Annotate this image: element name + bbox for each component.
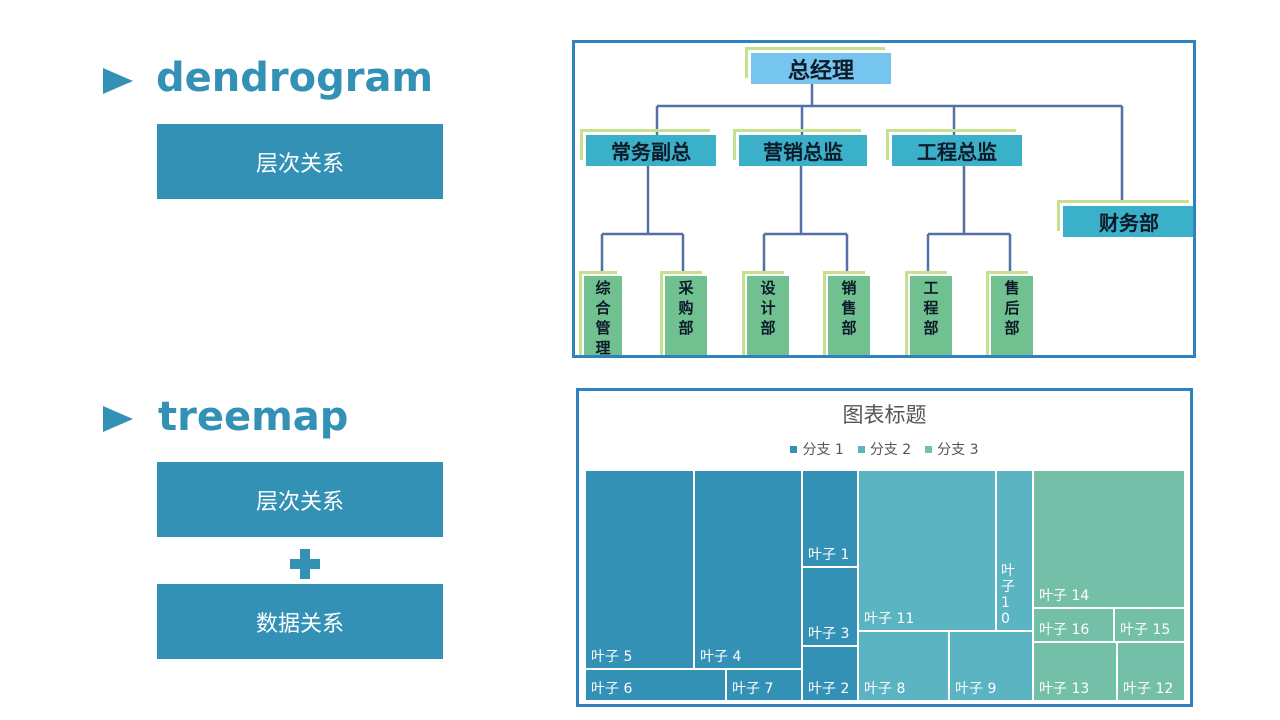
treemap-tile-label: 叶子 5 [591,649,633,665]
treemap-tile: 叶子 6 [585,669,726,701]
org-node-leaf-label: 采购部 [678,279,694,337]
org-node-leaf: 售后部 [986,271,1033,355]
treemap-data-box: 数据关系 [157,584,443,659]
legend-label: 分支 1 [802,442,844,458]
treemap-tile-label: 叶子 9 [955,681,997,697]
chart-legend: 分支 1 分支 2 分支 3 [579,439,1190,459]
dendrogram-title: dendrogram [156,55,434,101]
treemap-tile: 叶子 9 [949,631,1033,701]
treemap-tile-label: 叶子 16 [1039,622,1090,638]
legend-swatch [925,445,933,453]
org-node-branch-label: 常务副总 [611,140,691,164]
org-node-leaf: 采购部 [660,271,707,355]
dendrogram-hierarchy-box: 层次关系 [157,124,443,199]
legend-swatch [790,445,798,453]
treemap-tile-label: 叶子 12 [1123,681,1174,697]
treemap-tile: 叶子 1 [802,470,858,567]
org-chart-panel: 总经理 常务副总 营销总监 工程总监 财务部 综合管理部 采购部 设计部 [572,40,1196,358]
treemap-tile-label: 叶子 2 [808,681,850,697]
treemap-tile-label: 叶子 6 [591,681,633,697]
treemap-tile: 叶子 16 [1033,608,1114,642]
treemap-tile: 叶子 13 [1033,642,1117,701]
treemap-tile: 叶子 10 [996,470,1033,631]
org-node-branch-label: 营销总监 [763,140,843,164]
treemap-tile: 叶子 14 [1033,470,1185,608]
org-node-leaf: 工程部 [905,271,952,355]
plus-icon-vertical [300,549,310,579]
treemap-chart-panel: 图表标题 分支 1 分支 2 分支 3 叶子 5 叶子 4 叶子 6 叶子 7 叶子 1… [576,388,1193,707]
treemap-tile-label: 叶子 3 [808,626,850,642]
treemap-tile-label: 叶子 13 [1039,681,1090,697]
treemap-tile: 叶子 5 [585,470,694,669]
treemap-tile: 叶子 7 [726,669,802,701]
treemap-tile: 叶子 12 [1117,642,1185,701]
treemap-plot-area: 叶子 5 叶子 4 叶子 6 叶子 7 叶子 1 叶子 3 叶子 2 叶子 11 叶子 10 叶子… [585,470,1185,701]
org-node-leaf-label: 设计部 [760,279,776,337]
treemap-tile-label: 叶子 14 [1039,588,1090,604]
treemap-tile: 叶子 11 [858,470,996,631]
legend-label: 分支 3 [937,442,979,458]
treemap-tile-label: 叶子 11 [864,611,915,627]
treemap-tile-label: 叶子 7 [732,681,774,697]
treemap-tile-label: 叶子 8 [864,681,906,697]
treemap-tile: 叶子 3 [802,567,858,646]
org-node-leaf: 综合管理部 [579,271,622,357]
org-node-root-label: 总经理 [787,58,854,84]
treemap-title: treemap [158,394,349,440]
org-node-leaf-label: 售后部 [1004,279,1020,337]
org-node-leaf-label: 综合管理部 [595,279,611,357]
dendrogram-bullet-icon [103,68,133,94]
org-node-leaf-label: 销售部 [841,279,857,337]
treemap-bullet-icon [103,406,133,432]
legend-item: 分支 3 [925,439,979,459]
legend-item: 分支 1 [790,439,844,459]
treemap-tile-label: 叶子 1 [808,547,850,563]
legend-label: 分支 2 [869,442,912,458]
chart-title: 图表标题 [842,403,927,427]
org-node-leaf: 销售部 [823,271,870,355]
treemap-tile-label: 叶子 15 [1120,622,1171,638]
treemap-tile: 叶子 2 [802,646,858,701]
treemap-tile-label: 叶子 4 [700,649,742,665]
org-node-branch: 营销总监 [733,129,867,166]
org-node-branch: 常务副总 [580,129,716,166]
treemap-hierarchy-box: 层次关系 [157,462,443,537]
treemap-tile-label: 叶子 10 [1001,563,1015,627]
org-node-branch: 财务部 [1057,200,1193,237]
org-node-branch-label: 财务部 [1099,211,1159,235]
legend-item: 分支 2 [857,439,912,459]
org-node-leaf: 设计部 [742,271,789,355]
treemap-tile: 叶子 8 [858,631,949,701]
treemap-tile: 叶子 15 [1114,608,1185,642]
org-node-branch: 工程总监 [886,129,1022,166]
legend-swatch [857,445,865,453]
treemap-tile: 叶子 4 [694,470,802,669]
org-node-branch-label: 工程总监 [917,140,997,164]
org-node-leaf-label: 工程部 [923,279,939,337]
org-node-root: 总经理 [745,47,891,84]
